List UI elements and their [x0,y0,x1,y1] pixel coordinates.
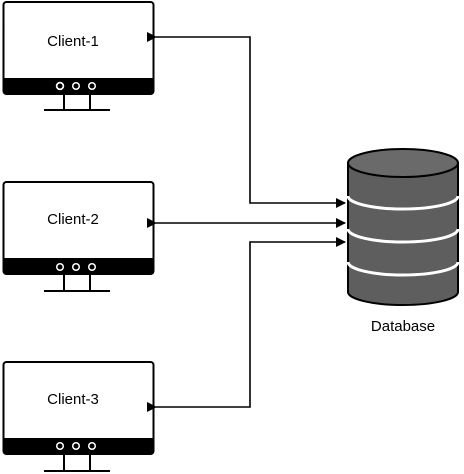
client-1-monitor-icon [2,1,155,111]
connector-client-1 [147,32,346,208]
client-2-label: Client-2 [47,211,99,228]
database-cylinder-icon [346,148,460,306]
client-1-label: Client-1 [47,33,99,50]
client-3-monitor-icon [2,361,155,472]
client-3-label: Client-3 [47,391,99,408]
client-2-monitor-icon [2,181,155,292]
database-label: Database [371,318,435,335]
connector-client-3 [147,237,346,412]
